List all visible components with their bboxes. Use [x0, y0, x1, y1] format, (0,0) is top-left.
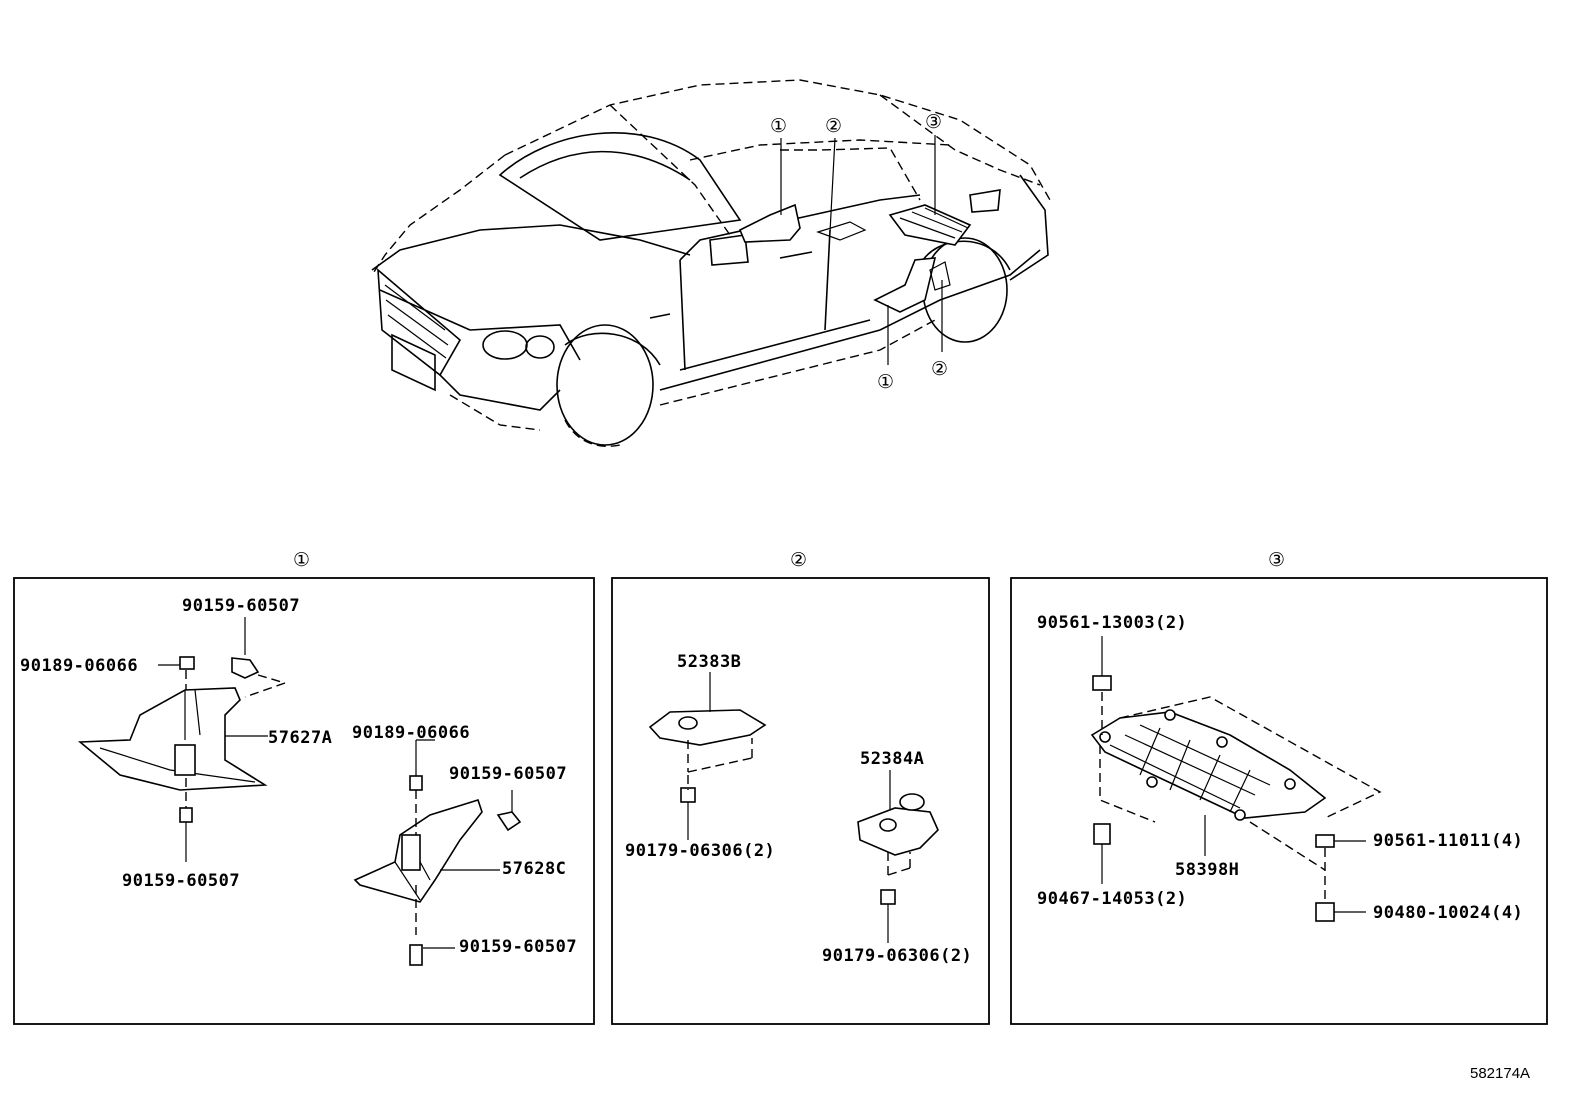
panel-1-label-90189-06066-left: 90189-06066 [20, 656, 138, 676]
panel-1-label-90159-60507-top: 90159-60507 [182, 596, 300, 616]
panel-2-label-90179-06306-left: 90179-06306(2) [625, 841, 775, 861]
overview-callout-1-bottom: ① [877, 371, 894, 393]
panel-1-label-90159-60507-right: 90159-60507 [449, 764, 567, 784]
panel-1-label-90159-60507-bottom-right: 90159-60507 [459, 937, 577, 957]
panel-3-label-90561-13003: 90561-13003(2) [1037, 613, 1187, 633]
panel-1-label-57627A: 57627A [268, 728, 332, 748]
overview-callout-2-top: ② [825, 115, 842, 137]
panel-1-label-57628C: 57628C [502, 859, 566, 879]
panel-1-label-90189-06066-right: 90189-06066 [352, 723, 470, 743]
panel-3-label-90480-10024: 90480-10024(4) [1373, 903, 1523, 923]
panel-3-number: ③ [1268, 549, 1285, 571]
panel-2-frame [611, 577, 990, 1025]
panel-1-number: ① [293, 549, 310, 571]
panel-3-frame [1010, 577, 1548, 1025]
panel-2-label-52384A: 52384A [860, 749, 924, 769]
panel-3-label-58398H: 58398H [1175, 860, 1239, 880]
car-illustration [371, 79, 1051, 447]
panel-3-illustration [1090, 636, 1382, 922]
overview-callout-3-top: ③ [925, 111, 942, 133]
panel-1-illustration [77, 617, 522, 966]
panel-1-frame [13, 577, 595, 1025]
panel-1-label-90159-60507-bottom-left: 90159-60507 [122, 871, 240, 891]
panel-3-label-90561-11011: 90561-11011(4) [1373, 831, 1523, 851]
reference-code: 582174A [1470, 1065, 1530, 1082]
panel-3-label-90467-14053: 90467-14053(2) [1037, 889, 1187, 909]
panel-2-number: ② [790, 549, 807, 571]
panel-2-illustration [648, 672, 939, 943]
overview-callout-2-bottom: ② [931, 358, 948, 380]
panel-2-label-52383B: 52383B [677, 652, 741, 672]
panel-2-label-90179-06306-right: 90179-06306(2) [822, 946, 972, 966]
overview-callout-1-top: ① [770, 115, 787, 137]
